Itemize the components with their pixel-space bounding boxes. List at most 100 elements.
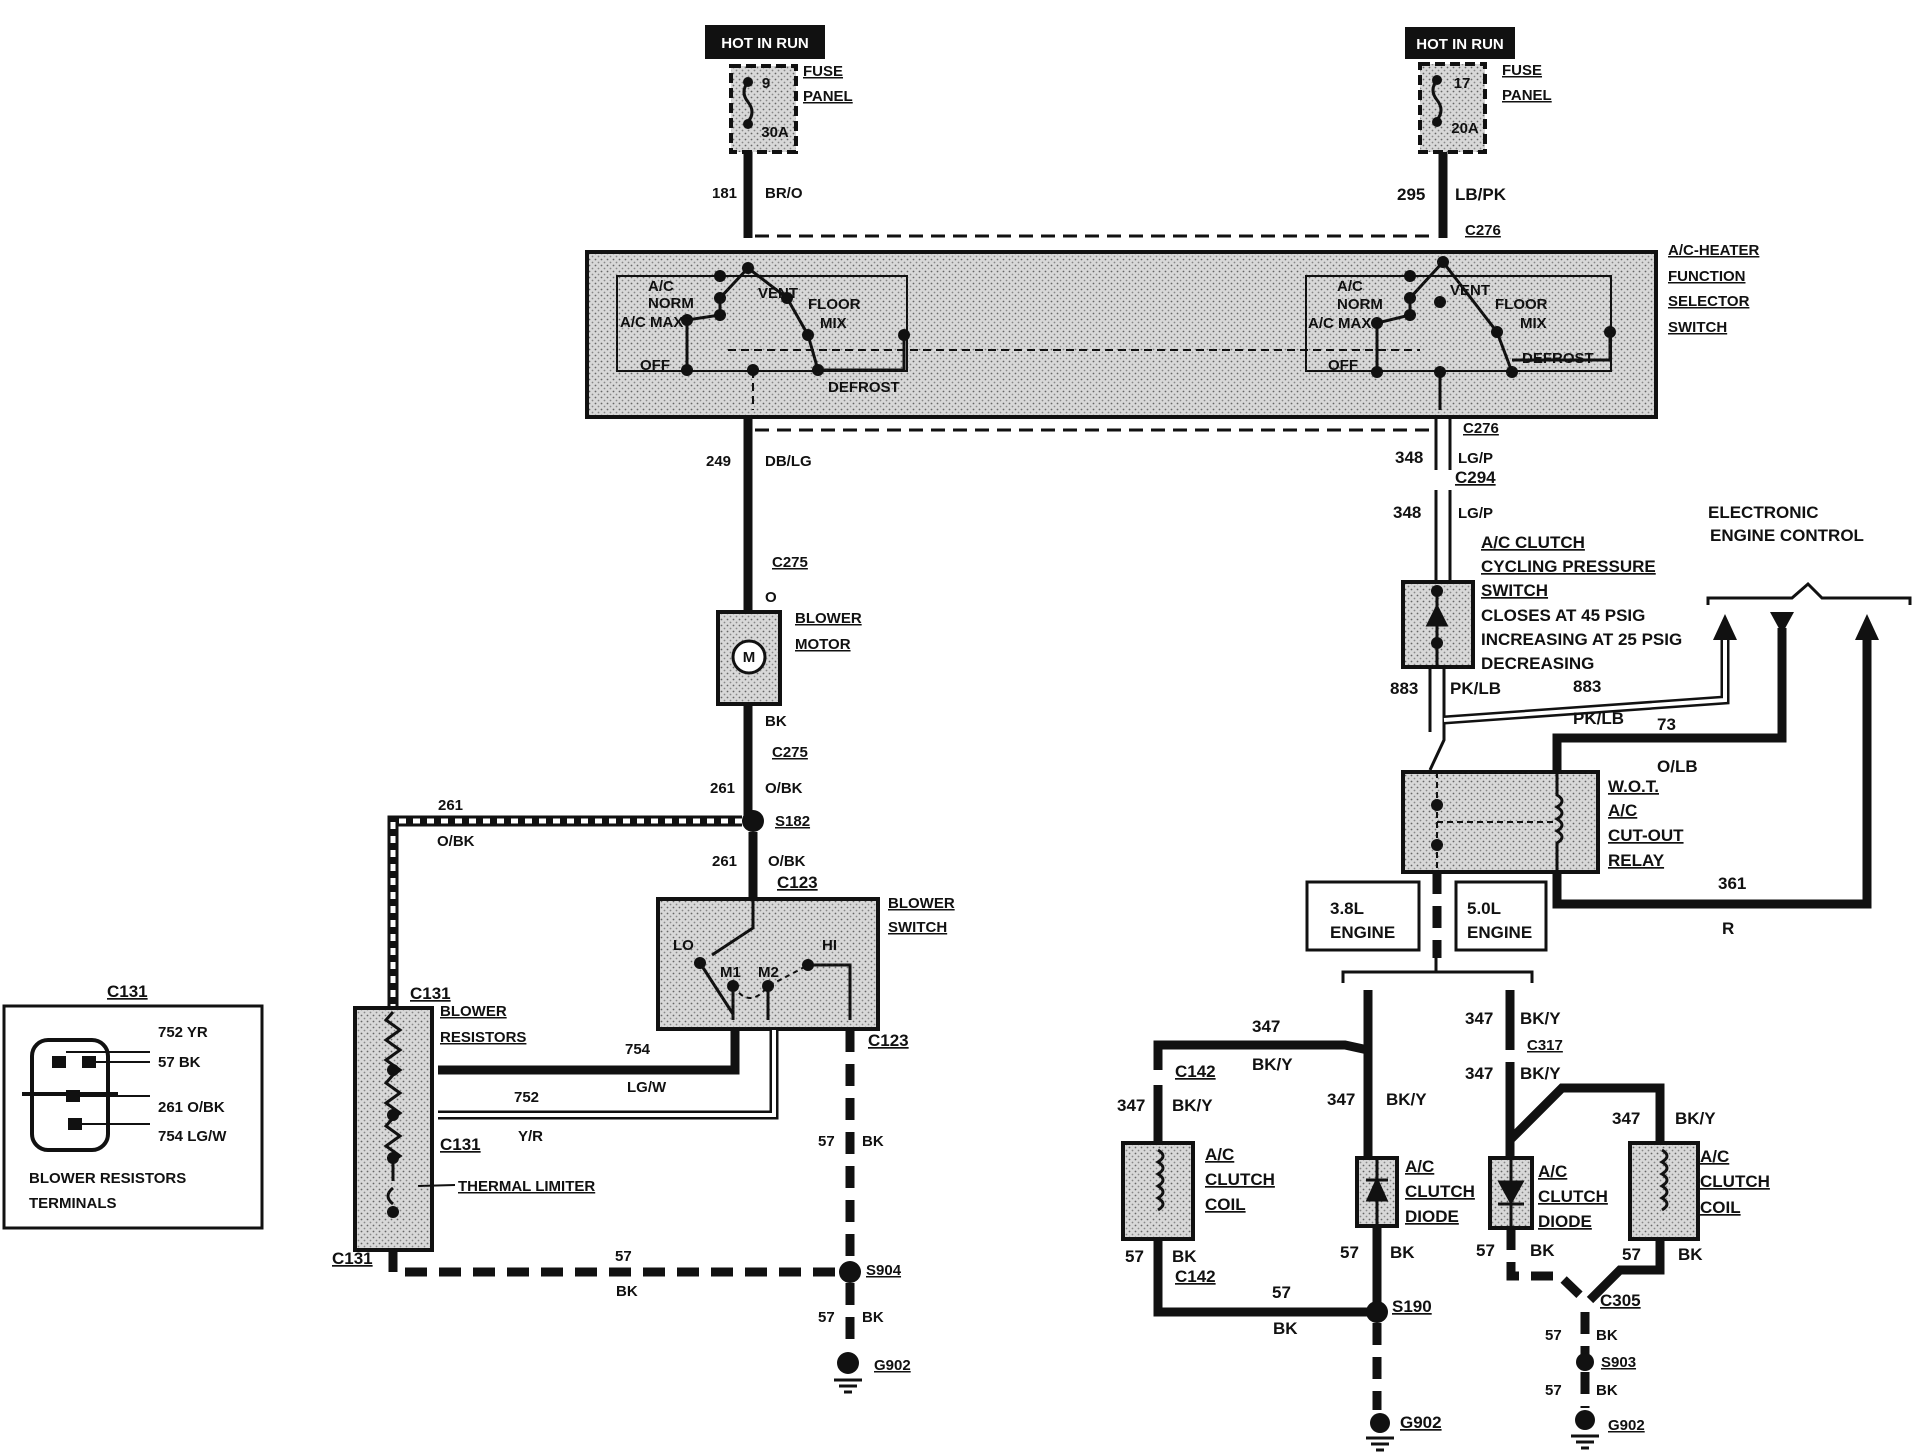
color-lg-w: LG/W: [627, 1079, 667, 1096]
component-label: CLUTCH: [1700, 1172, 1770, 1191]
color-bk: BK: [862, 1309, 884, 1326]
color-bk-y: BK/Y: [1386, 1090, 1427, 1109]
circuit-361: 361: [1718, 874, 1746, 893]
circuit-57: 57: [818, 1309, 835, 1326]
color-o: O: [765, 589, 777, 606]
circuit-57: 57: [1545, 1327, 1562, 1344]
circuit-752: 752: [514, 1089, 539, 1106]
circuit-295: 295: [1397, 185, 1425, 204]
ground-g902: [1571, 1410, 1599, 1450]
circuit-249: 249: [706, 453, 731, 470]
engine-38l-box: 3.8L ENGINE: [1305, 880, 1421, 952]
switch-pos-m2: M2: [758, 964, 779, 981]
color-bk: BK: [1596, 1327, 1618, 1344]
fuse-number: 9: [762, 75, 770, 92]
circuit-347: 347: [1327, 1090, 1355, 1109]
color-r: R: [1722, 919, 1734, 938]
relay-label: W.O.T.: [1608, 777, 1659, 796]
cps-note: DECREASING: [1481, 654, 1594, 673]
connector-c123: C123: [777, 873, 818, 892]
component-label: DIODE: [1538, 1212, 1592, 1231]
circuit-347: 347: [1465, 1064, 1493, 1083]
selector-mode: A/C MAX: [620, 314, 683, 331]
pin-754: 754 LG/W: [158, 1128, 227, 1145]
circuit-754: 754: [625, 1041, 651, 1058]
selector-mode: DEFROST: [828, 379, 900, 396]
circuit-347: 347: [1612, 1109, 1640, 1128]
component-label: A/C: [1700, 1147, 1729, 1166]
connector-c276: C276: [1463, 420, 1499, 437]
component-label: CLUTCH: [1405, 1182, 1475, 1201]
splice-s190-label: S190: [1392, 1297, 1432, 1316]
selector-mode: MIX: [820, 315, 847, 332]
circuit-347: 347: [1465, 1009, 1493, 1028]
fuse-panel-label: PANEL: [803, 88, 853, 105]
connector-c131: C131: [410, 984, 451, 1003]
splice-s182: [742, 810, 764, 832]
hot-in-run-badge-right: HOT IN RUN: [1416, 36, 1504, 53]
color-bk-y: BK/Y: [1520, 1064, 1561, 1083]
color-bk: BK: [1172, 1247, 1197, 1266]
engine-label: ENGINE: [1330, 923, 1395, 942]
ac-clutch-diode-2: A/C CLUTCH DIODE: [1488, 1156, 1608, 1231]
component-label: A/C: [1405, 1157, 1434, 1176]
wot-ac-cutout-relay: W.O.T. A/C CUT-OUT RELAY: [1401, 770, 1684, 874]
color-bk: BK: [1390, 1243, 1415, 1262]
component-label: COIL: [1700, 1198, 1741, 1217]
color-db-lg: DB/LG: [765, 453, 812, 470]
inset-caption: TERMINALS: [29, 1195, 117, 1212]
color-bk-y: BK/Y: [1675, 1109, 1716, 1128]
connector-c131: C131: [440, 1135, 481, 1154]
circuit-57: 57: [1476, 1241, 1495, 1260]
component-label: CLUTCH: [1205, 1170, 1275, 1189]
ac-clutch-coil-2: A/C CLUTCH COIL: [1628, 1141, 1770, 1241]
cps-title: A/C CLUTCH: [1481, 533, 1585, 552]
relay-label: A/C: [1608, 801, 1637, 820]
blower-motor: M BLOWER MOTOR: [716, 610, 862, 706]
circuit-347: 347: [1117, 1096, 1145, 1115]
relay-label: CUT-OUT: [1608, 826, 1684, 845]
circuit-883: 883: [1573, 677, 1601, 696]
circuit-57: 57: [615, 1248, 632, 1265]
color-o-bk: O/BK: [768, 853, 806, 870]
circuit-261: 261: [712, 853, 737, 870]
ac-clutch-coil-1: A/C CLUTCH COIL: [1121, 1141, 1275, 1241]
blower-motor-label: BLOWER: [795, 610, 862, 627]
connector-c305: C305: [1600, 1291, 1641, 1310]
c131-terminals-inset: C131 752 YR 57 BK 261 O/BK 754 LG/W BLOW…: [2, 982, 264, 1230]
thermal-limiter-label: THERMAL LIMITER: [458, 1178, 595, 1195]
circuit-181: 181: [712, 185, 737, 202]
color-bk: BK: [1530, 1241, 1555, 1260]
color-br-o: BR/O: [765, 185, 803, 202]
blower-resistors-label: BLOWER: [440, 1003, 507, 1020]
color-bk-y: BK/Y: [1520, 1009, 1561, 1028]
blower-motor-label: MOTOR: [795, 636, 851, 653]
connector-c275: C275: [772, 744, 808, 761]
circuit-261: 261: [710, 780, 735, 797]
cps-title: SWITCH: [1481, 581, 1548, 600]
splice-s904-label: S904: [866, 1262, 902, 1279]
connector-c142: C142: [1175, 1062, 1216, 1081]
color-o-lb: O/LB: [1657, 757, 1698, 776]
circuit-57: 57: [1272, 1283, 1291, 1302]
component-label: A/C: [1538, 1162, 1567, 1181]
color-o-bk: O/BK: [765, 780, 803, 797]
connector-c276: C276: [1465, 222, 1501, 239]
circuit-57: 57: [1545, 1382, 1562, 1399]
ground-g902: [834, 1352, 862, 1394]
circuit-57: 57: [1340, 1243, 1359, 1262]
color-bk-y: BK/Y: [1172, 1096, 1213, 1115]
ground-g902-label: G902: [1608, 1417, 1645, 1434]
splice-s904: [839, 1261, 861, 1283]
ground-g902-label: G902: [874, 1357, 911, 1374]
engine-label: ENGINE: [1467, 923, 1532, 942]
color-lg-p: LG/P: [1458, 450, 1493, 467]
connector-c131: C131: [332, 1249, 373, 1268]
circuit-261: 261: [438, 797, 463, 814]
color-bk-y: BK/Y: [1252, 1055, 1293, 1074]
switch-pos-m1: M1: [720, 964, 741, 981]
color-bk: BK: [616, 1283, 638, 1300]
ground-g902-label: G902: [1400, 1413, 1442, 1432]
switch-pos-hi: HI: [822, 937, 837, 954]
